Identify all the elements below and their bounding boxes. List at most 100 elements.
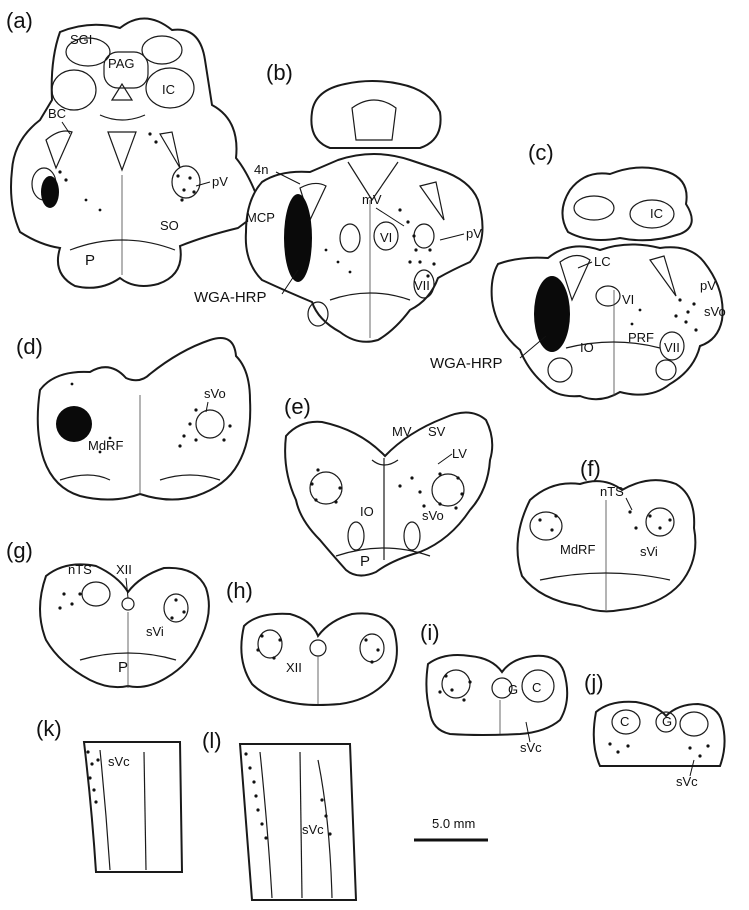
section-j-outline	[592, 700, 726, 767]
label-e-mv: MV	[392, 424, 412, 439]
panel-label-j: (j)	[584, 670, 604, 695]
label-a-sgi: SGI	[70, 32, 92, 47]
scale-bar-label: 5.0 mm	[432, 816, 475, 831]
section-b-tectum	[310, 80, 442, 149]
label-e-p: P	[360, 553, 370, 570]
label-dots-i	[438, 674, 472, 702]
label-d-mdrf: MdRF	[88, 438, 123, 453]
panel-label-b: (b)	[266, 60, 293, 85]
label-f-nts: nTS	[600, 484, 624, 499]
label-b-mv: mV	[362, 192, 382, 207]
label-b-wga-hrp: WGA-HRP	[194, 289, 267, 306]
label-dots-g	[58, 592, 186, 620]
section-c-tectum	[561, 166, 693, 242]
panel-label-c: (c)	[528, 140, 554, 165]
label-a-p: P	[85, 252, 95, 269]
section-d-outline	[36, 337, 252, 501]
label-d-svo: sVo	[204, 386, 226, 401]
panel-i: (i) G C sVc	[420, 620, 569, 755]
injection-site-b	[284, 194, 312, 282]
label-c-wga-hrp: WGA-HRP	[430, 355, 503, 372]
label-j-c: C	[620, 714, 629, 729]
label-i-g: G	[508, 682, 518, 697]
label-c-vii: VII	[664, 340, 680, 355]
panel-label-e: (e)	[284, 394, 311, 419]
section-i-outline	[425, 654, 569, 736]
label-j-svc: sVc	[676, 774, 698, 789]
section-e-outline	[284, 411, 494, 577]
label-c-pv: pV	[700, 278, 716, 293]
panel-label-i: (i)	[420, 620, 440, 645]
section-l-outline	[238, 743, 358, 901]
panel-a: (a) SGI PAG IC BC pV SO P	[6, 8, 264, 289]
label-a-ic: IC	[162, 82, 175, 97]
label-c-ic: IC	[650, 206, 663, 221]
panel-label-d: (d)	[16, 334, 43, 359]
section-a-outline	[10, 17, 264, 289]
label-e-sv: SV	[428, 424, 446, 439]
label-dots-b	[324, 208, 436, 278]
panel-label-k: (k)	[36, 716, 62, 741]
panel-e: (e) MV SV LV IO sVo P	[284, 394, 494, 577]
injection-site-d	[56, 406, 92, 442]
label-h-xii: XII	[286, 660, 302, 675]
label-c-prf: PRF	[628, 330, 654, 345]
panel-g: (g) nTS XII sVi P	[6, 538, 210, 689]
label-f-svi: sVi	[640, 544, 658, 559]
panel-label-f: (f)	[580, 456, 601, 481]
label-b-4n: 4n	[254, 162, 268, 177]
label-dots-j	[608, 742, 710, 758]
label-i-c: C	[532, 680, 541, 695]
panel-h: (h) XII	[226, 578, 398, 706]
panel-label-h: (h)	[226, 578, 253, 603]
panel-l: (l) sVc	[202, 728, 358, 901]
label-l-svc: sVc	[302, 822, 324, 837]
label-a-bc: BC	[48, 106, 66, 121]
panel-k: (k) sVc	[36, 716, 184, 873]
label-dots-f	[538, 510, 672, 532]
panel-label-l: (l)	[202, 728, 222, 753]
label-e-io: IO	[360, 504, 374, 519]
label-g-xii: XII	[116, 562, 132, 577]
label-dots-c	[630, 298, 698, 332]
label-f-mdrf: MdRF	[560, 542, 595, 557]
label-c-lc: LC	[594, 254, 611, 269]
label-dots-e	[310, 468, 464, 510]
panel-j: (j) C G sVc	[584, 670, 726, 789]
injection-site-a	[41, 176, 59, 208]
label-b-pv: pV	[466, 226, 482, 241]
label-a-pv: pV	[212, 174, 228, 189]
panel-d: (d) sVo MdRF	[16, 334, 252, 501]
label-g-p: P	[118, 659, 128, 676]
label-c-vi: VI	[622, 292, 634, 307]
section-k-outline	[82, 741, 184, 873]
label-b-mcp: MCP	[246, 210, 275, 225]
label-g-nts: nTS	[68, 562, 92, 577]
panel-label-a: (a)	[6, 8, 33, 33]
label-dots-a	[58, 132, 196, 212]
label-c-svo: sVo	[704, 304, 726, 319]
label-dots-l	[244, 752, 332, 840]
label-b-vi: VI	[380, 230, 392, 245]
label-dots-h	[256, 634, 380, 664]
label-i-svc: sVc	[520, 740, 542, 755]
label-j-g: G	[662, 714, 672, 729]
injection-site-c	[534, 276, 570, 352]
label-g-svi: sVi	[146, 624, 164, 639]
scale-bar: 5.0 mm	[414, 816, 488, 842]
panel-c: (c) IC LC pV sVo VI PRF IO VII WGA-HRP	[430, 140, 726, 401]
label-e-svo: sVo	[422, 508, 444, 523]
label-e-lv: LV	[452, 446, 467, 461]
label-c-io: IO	[580, 340, 594, 355]
panel-label-g: (g)	[6, 538, 33, 563]
panel-f: (f) nTS MdRF sVi	[516, 456, 697, 613]
section-f-outline	[516, 479, 697, 613]
label-dots-k	[86, 750, 100, 804]
label-k-svc: sVc	[108, 754, 130, 769]
label-b-vii: VII	[414, 278, 430, 293]
section-h-outline	[240, 612, 398, 706]
label-dots-d	[70, 382, 232, 454]
label-a-so: SO	[160, 218, 179, 233]
